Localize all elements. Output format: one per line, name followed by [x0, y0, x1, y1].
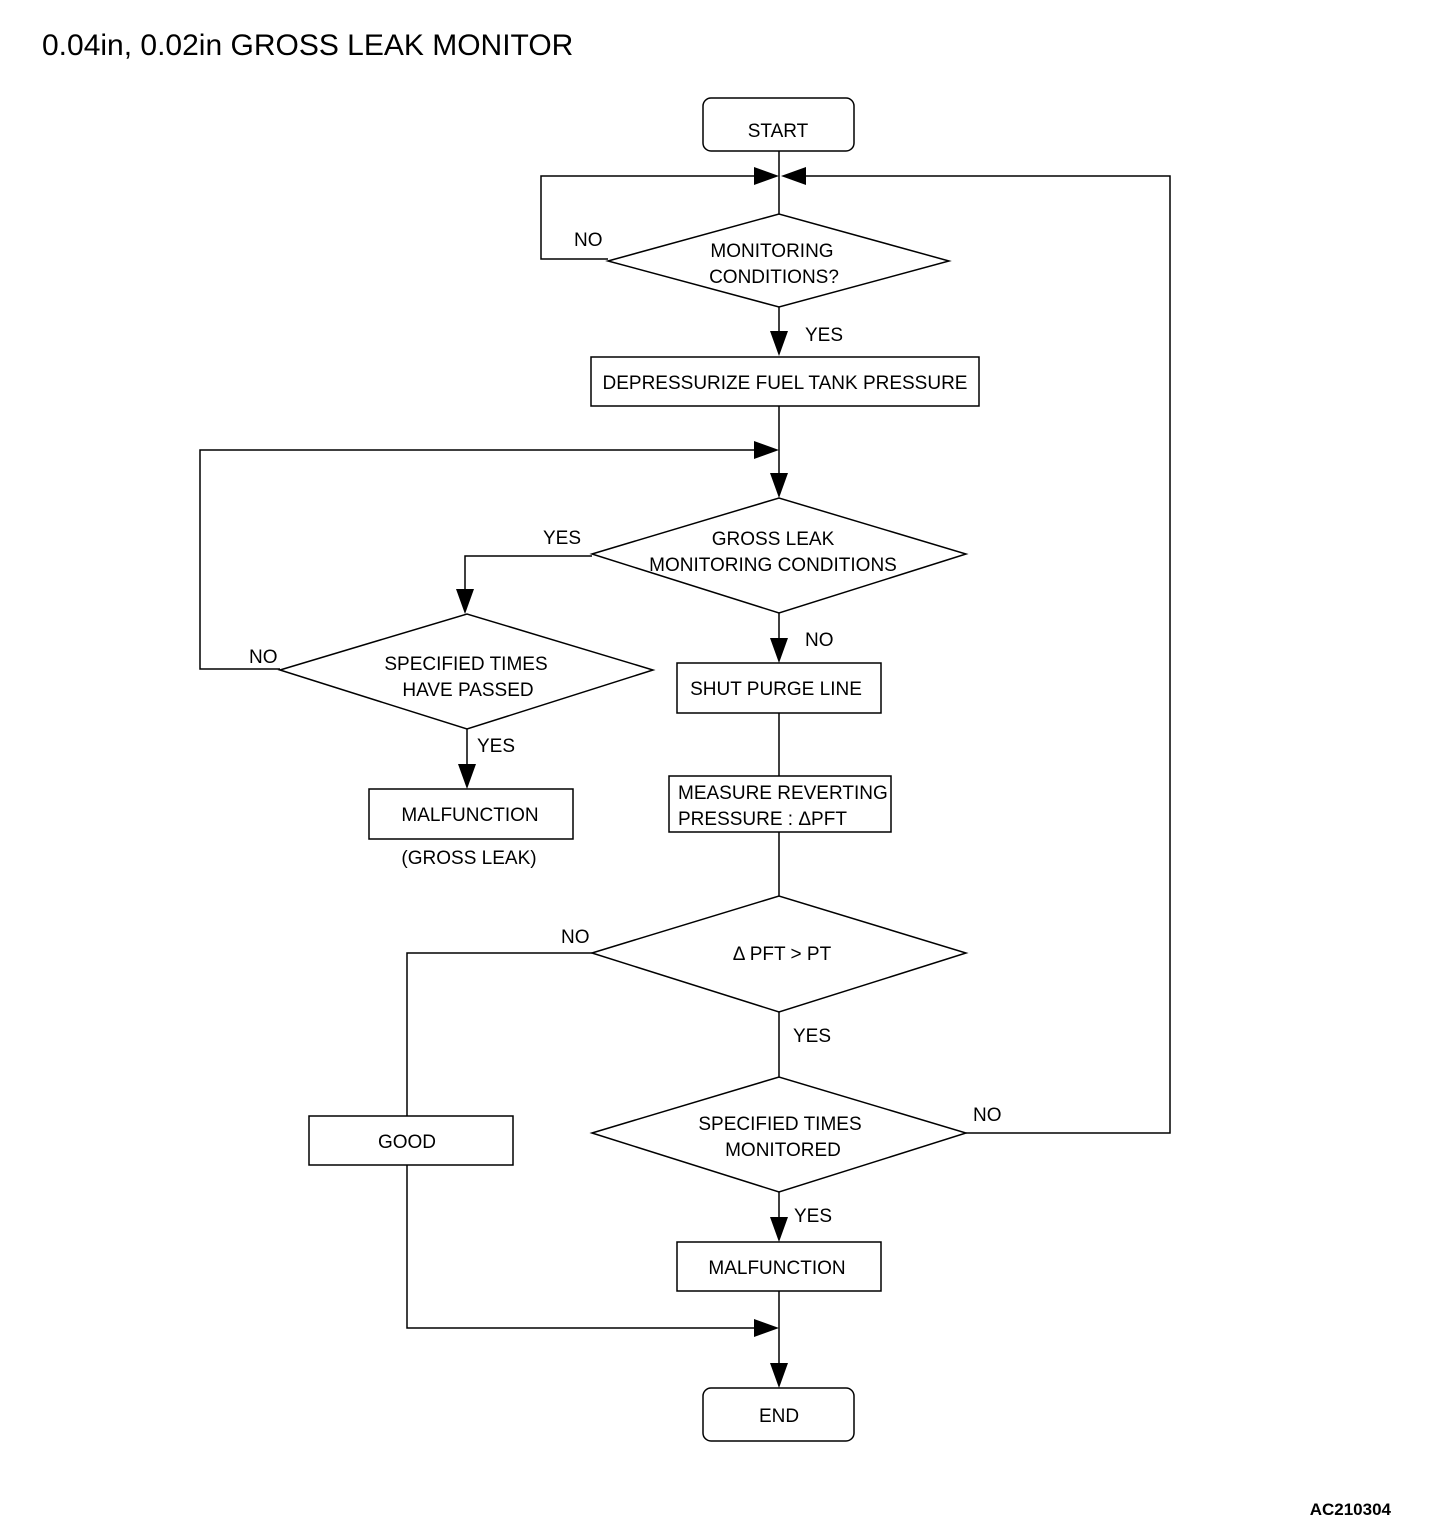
- connector-gross-yes: [464, 555, 592, 594]
- specified-times-monitored-line2: MONITORED: [725, 1140, 841, 1161]
- arrowhead-gross-yes: [456, 589, 474, 614]
- depressurize-label: DEPRESSURIZE FUEL TANK PRESSURE: [603, 373, 968, 394]
- delta-pft-decision: Δ PFT > PT: [589, 895, 969, 1013]
- edge-label-monitoring-no: NO: [574, 230, 603, 251]
- start-terminal: START: [702, 97, 855, 152]
- monitoring-conditions-decision: MONITORING CONDITIONS?: [605, 213, 952, 308]
- arrowhead-spec-passed-no: [754, 441, 779, 459]
- arrowhead-good-end: [754, 1319, 779, 1337]
- specified-times-passed-line1: SPECIFIED TIMES: [384, 654, 547, 675]
- edge-label-spec-passed-no: NO: [249, 647, 278, 668]
- arrowhead-gross: [770, 473, 788, 498]
- malfunction-process: MALFUNCTION: [676, 1241, 882, 1292]
- connector-good-end: [406, 1165, 760, 1329]
- edge-label-delta-yes: YES: [793, 1026, 831, 1047]
- connector-monitoring-no-loop: [540, 175, 760, 260]
- specified-times-monitored-decision: SPECIFIED TIMES MONITORED: [589, 1076, 969, 1193]
- connector-spec-monitored-no-loop: [798, 175, 1171, 1134]
- malfunction-gross-label: MALFUNCTION: [401, 805, 538, 826]
- measure-reverting-process: MEASURE REVERTING PRESSURE : ΔPFT: [668, 775, 892, 833]
- arrowhead-monitoring-yes: [770, 331, 788, 356]
- start-label: START: [748, 121, 809, 142]
- malfunction-label: MALFUNCTION: [708, 1258, 845, 1279]
- good-label: GOOD: [378, 1132, 436, 1153]
- shut-purge-process: SHUT PURGE LINE: [676, 662, 882, 714]
- arrowhead-end: [770, 1363, 788, 1388]
- gross-leak-conditions-line1: GROSS LEAK: [712, 529, 835, 550]
- specified-times-monitored-line1: SPECIFIED TIMES: [698, 1114, 861, 1135]
- specified-times-passed-decision: SPECIFIED TIMES HAVE PASSED: [277, 613, 656, 730]
- malfunction-gross-process: MALFUNCTION: [368, 788, 574, 840]
- monitoring-conditions-line1: MONITORING: [710, 241, 833, 262]
- edge-label-gross-yes: YES: [543, 528, 581, 549]
- edge-label-spec-monitored-no: NO: [973, 1105, 1002, 1126]
- specified-times-passed-line2: HAVE PASSED: [402, 680, 533, 701]
- diagram-title: 0.04in, 0.02in GROSS LEAK MONITOR: [42, 29, 573, 62]
- end-terminal: END: [702, 1387, 855, 1442]
- depressurize-process: DEPRESSURIZE FUEL TANK PRESSURE: [590, 356, 980, 407]
- arrowhead-gross-no: [770, 638, 788, 663]
- edge-label-monitoring-yes: YES: [805, 325, 843, 346]
- delta-pft-label: Δ PFT > PT: [733, 944, 832, 965]
- good-process: GOOD: [308, 1115, 514, 1166]
- connector-delta-no: [406, 952, 592, 1116]
- gross-leak-conditions-decision: GROSS LEAK MONITORING CONDITIONS: [589, 497, 969, 614]
- gross-leak-note: (GROSS LEAK): [401, 848, 536, 869]
- measure-reverting-line2: PRESSURE : ΔPFT: [678, 809, 847, 830]
- shut-purge-label: SHUT PURGE LINE: [690, 679, 862, 700]
- gross-leak-conditions-line2: MONITORING CONDITIONS: [649, 555, 897, 576]
- edge-label-spec-passed-yes: YES: [477, 736, 515, 757]
- end-label: END: [759, 1406, 799, 1427]
- arrowhead-spec-passed-yes: [458, 764, 476, 789]
- arrowhead-spec-monitored-yes: [770, 1217, 788, 1242]
- arrowhead-spec-monitored-no: [781, 167, 806, 185]
- arrowhead-monitoring-no: [754, 167, 779, 185]
- edge-label-delta-no: NO: [561, 927, 590, 948]
- connector-spec-passed-no-loop: [199, 449, 760, 670]
- figure-code: AC210304: [1310, 1500, 1392, 1519]
- measure-reverting-line1: MEASURE REVERTING: [678, 783, 888, 804]
- monitoring-conditions-line2: CONDITIONS?: [709, 267, 839, 288]
- edge-label-spec-monitored-yes: YES: [794, 1206, 832, 1227]
- edge-label-gross-no: NO: [805, 630, 834, 651]
